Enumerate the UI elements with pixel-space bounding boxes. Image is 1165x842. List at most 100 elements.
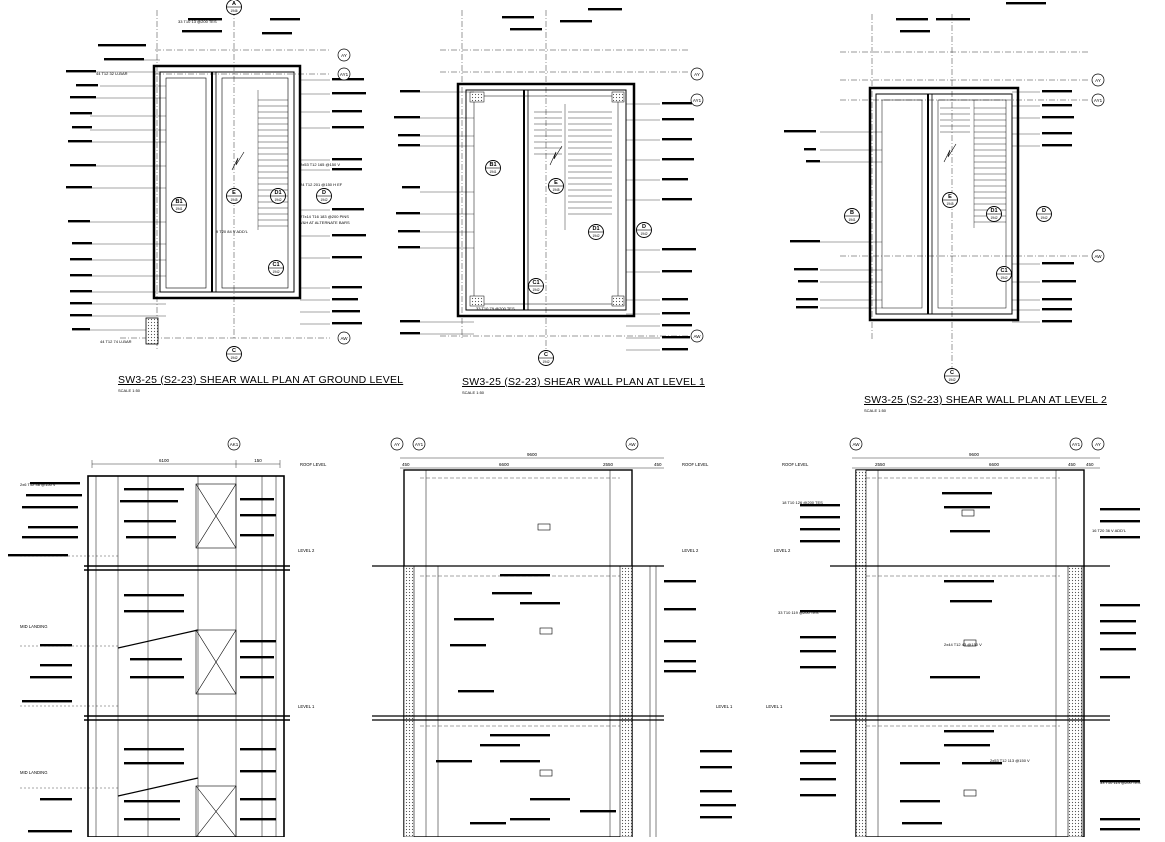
svg-text:C1: C1 bbox=[532, 280, 539, 286]
plan-scale: SCALE 1:50 bbox=[118, 388, 141, 393]
rebar-note: 24 T12 201 @150 H EF bbox=[300, 182, 343, 187]
grid-bubble-label: AY1 bbox=[415, 442, 424, 447]
rebar-note: V&H AT ALTERNATE BARS bbox=[300, 220, 350, 225]
rebar-note: 33 T10 114 @200 TES bbox=[1100, 780, 1141, 785]
section-marker: E 1945 bbox=[226, 188, 242, 204]
section-marker: D1 1942 bbox=[986, 206, 1002, 222]
dimension-text: 6100 bbox=[159, 458, 170, 463]
svg-text:B1: B1 bbox=[489, 162, 496, 168]
svg-text:1942: 1942 bbox=[230, 356, 237, 360]
grid-bubble-label: AY1 bbox=[1072, 442, 1081, 447]
rebar-note: 33 T10 13 @200 TES bbox=[178, 19, 217, 24]
elevation-right: 9600 2550 6600 450 450 AW AY1 AY ROOF LE… bbox=[766, 437, 1140, 838]
section-marker: D1 1942 bbox=[588, 224, 604, 240]
level-label: LEVEL 2 bbox=[682, 548, 699, 553]
elevation-middle: 9600 450 450 6600 2550 AY AY1 AW ROOF LE… bbox=[372, 437, 736, 838]
svg-text:1945: 1945 bbox=[230, 198, 237, 202]
svg-text:B: B bbox=[850, 210, 854, 216]
svg-text:A: A bbox=[232, 1, 236, 7]
svg-text:D1: D1 bbox=[274, 190, 281, 196]
section-marker: C1 1942 bbox=[996, 266, 1012, 282]
svg-text:1942: 1942 bbox=[320, 198, 327, 202]
rebar-note: 18 T10 126 @200 TES bbox=[782, 500, 823, 505]
dimension-text: 450 bbox=[402, 462, 410, 467]
level-label: LEVEL 2 bbox=[774, 548, 791, 553]
svg-text:D1: D1 bbox=[990, 208, 997, 214]
level-label: ROOF LEVEL bbox=[782, 462, 809, 467]
level-label: ROOF LEVEL bbox=[300, 462, 327, 467]
svg-text:1942: 1942 bbox=[532, 288, 539, 292]
svg-text:1942: 1942 bbox=[542, 360, 549, 364]
grid-bubble-label: AW bbox=[1094, 254, 1102, 259]
rebar-note: 2x44 T12 43 @150 V bbox=[944, 642, 982, 647]
svg-text:D: D bbox=[322, 190, 326, 196]
svg-text:1942: 1942 bbox=[640, 232, 647, 236]
plan-ground-level: AY AY1 AW B1 1941 E 1945 D1 1942 D 1942 bbox=[66, 0, 366, 362]
grid-bubble-label: AW bbox=[628, 442, 636, 447]
svg-text:E: E bbox=[948, 194, 952, 200]
level-label: LEVEL 1 bbox=[716, 704, 733, 709]
dimension-text: 450 bbox=[1086, 462, 1094, 467]
level-label: ROOF LEVEL bbox=[682, 462, 709, 467]
dimension-text: 450 bbox=[1068, 462, 1076, 467]
svg-text:C: C bbox=[544, 352, 548, 358]
section-marker: E 1945 bbox=[942, 192, 958, 208]
rebar-note: 16 T20 36 V ADD'L bbox=[1092, 528, 1127, 533]
section-marker: D 1942 bbox=[1036, 206, 1052, 222]
svg-text:C: C bbox=[232, 348, 236, 354]
rebar-note: 9 T20 84 V ADD'L bbox=[216, 229, 249, 234]
rebar-note: 2x53 T12 165 @150 V bbox=[300, 162, 340, 167]
plan-title-level-1: SW3-25 (S2-23) SHEAR WALL PLAN AT LEVEL … bbox=[462, 376, 705, 388]
dimension-text: 6600 bbox=[499, 462, 510, 467]
rebar-note: 2x6 T12 48 @150 V bbox=[20, 482, 56, 487]
plan-scale: SCALE 1:50 bbox=[462, 390, 485, 395]
plan-title-level-2: SW3-25 (S2-23) SHEAR WALL PLAN AT LEVEL … bbox=[864, 394, 1107, 406]
section-marker: A 1946 bbox=[226, 0, 242, 15]
dimension-text: 6600 bbox=[989, 462, 1000, 467]
section-marker: B1 1941 bbox=[485, 160, 501, 176]
section-marker: C 1942 bbox=[944, 368, 960, 384]
svg-text:C1: C1 bbox=[1000, 268, 1007, 274]
section-marker: E 1945 bbox=[548, 178, 564, 194]
grid-bubble-label: AY bbox=[694, 72, 700, 77]
rebar-note: 33 T10 119 @200 TES bbox=[778, 610, 819, 615]
section-marker: D1 1942 bbox=[270, 188, 286, 204]
grid-bubble-label: AW bbox=[340, 336, 348, 341]
dimension-text: 450 bbox=[654, 462, 662, 467]
rebar-note: 27x14 T16 183 @200 PINS bbox=[300, 214, 349, 219]
grid-bubble-label: AY bbox=[1095, 78, 1101, 83]
svg-text:B1: B1 bbox=[175, 199, 182, 205]
svg-text:C1: C1 bbox=[272, 262, 279, 268]
plan-level-1: AY AY1 AW B1 1941 E 1945 D1 1942 D 1942 bbox=[394, 8, 704, 366]
grid-bubble-label: AY bbox=[394, 442, 400, 447]
level-label: MID LANDING bbox=[20, 624, 47, 629]
grid-bubble-label: AW bbox=[693, 334, 701, 339]
svg-text:1945: 1945 bbox=[946, 202, 953, 206]
section-marker: D 1942 bbox=[636, 222, 652, 238]
elevation-left: 6100 150 bbox=[8, 437, 327, 838]
svg-text:1942: 1942 bbox=[592, 234, 599, 238]
level-label: LEVEL 2 bbox=[298, 548, 315, 553]
plan-title-ground-level: SW3-25 (S2-23) SHEAR WALL PLAN AT GROUND… bbox=[118, 374, 404, 386]
rebar-note: 44 T12 32 U-BAR bbox=[96, 71, 128, 76]
svg-text:1942: 1942 bbox=[274, 198, 281, 202]
svg-text:E: E bbox=[232, 190, 236, 196]
section-marker: D 1942 bbox=[316, 188, 332, 204]
rebar-note: 2x53 T12 113 @150 V bbox=[990, 758, 1030, 763]
plan-scale: SCALE 1:50 bbox=[864, 408, 887, 413]
svg-text:1945: 1945 bbox=[552, 188, 559, 192]
svg-text:1942: 1942 bbox=[272, 270, 279, 274]
section-marker: C 1942 bbox=[226, 346, 242, 362]
dimension-text: 150 bbox=[254, 458, 262, 463]
section-marker: C1 1942 bbox=[268, 260, 284, 276]
rebar-callouts: 33 T10 13 @200 TES 44 T12 32 U-BAR 9 T20… bbox=[20, 19, 1141, 785]
level-label: LEVEL 1 bbox=[766, 704, 783, 709]
svg-text:D: D bbox=[1042, 208, 1046, 214]
svg-text:C: C bbox=[950, 370, 954, 376]
svg-text:1942: 1942 bbox=[948, 378, 955, 382]
svg-text:D: D bbox=[642, 224, 646, 230]
svg-text:D1: D1 bbox=[592, 226, 599, 232]
section-marker: C 1942 bbox=[538, 350, 554, 366]
rebar-note: 44 T12 74 U-BAR bbox=[100, 339, 132, 344]
grid-bubble-label: AY1 bbox=[1094, 98, 1103, 103]
